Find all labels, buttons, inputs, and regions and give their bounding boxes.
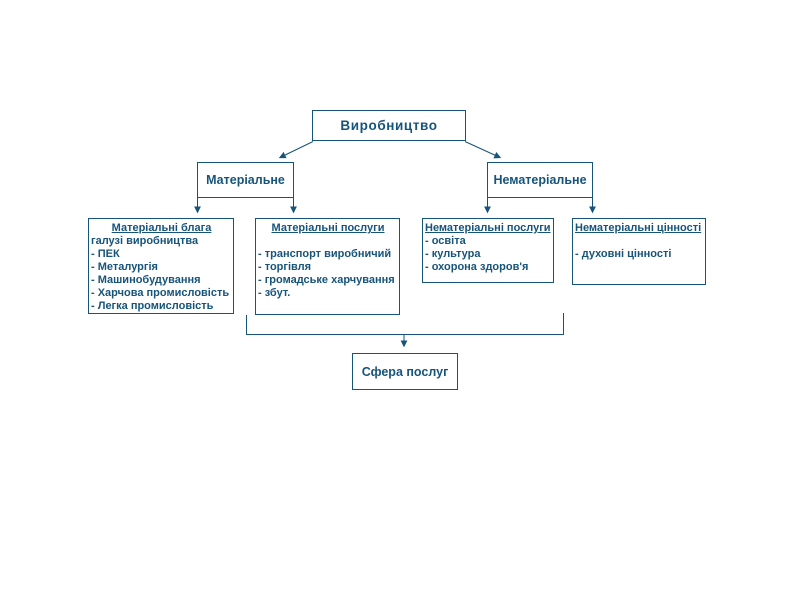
list-line: - ПЕК (91, 248, 120, 260)
list-line: - Харчова промисловість (91, 287, 230, 299)
list-line: галузі виробництва (91, 235, 199, 247)
node-production-label: Виробництво (340, 118, 438, 133)
node-nonmaterial-label: Нематеріальне (493, 173, 587, 187)
node-material-services: Матеріальні послуги - транспорт виробнич… (255, 218, 400, 315)
node-nonmaterial-values-items: - духовні цінності (575, 235, 704, 261)
node-nonmaterial-values: Нематеріальні цінності - духовні цінност… (572, 218, 706, 285)
node-material-goods-items: галузі виробництва- ПЕК- Металургія- Маш… (91, 235, 232, 313)
list-line: - збут. (258, 287, 291, 299)
node-material-services-items: - транспорт виробничий- торгівля- громад… (258, 235, 398, 300)
connector-root-to-nonmaterial (464, 141, 502, 159)
list-line: - торгівля (258, 261, 312, 273)
connector-root-to-material (278, 141, 314, 159)
list-line: - Легка промисловість (91, 300, 214, 312)
list-line: - культура (425, 248, 481, 260)
node-nonmaterial-services: Нематеріальні послуги - освіта- культура… (422, 218, 554, 283)
node-service-sector: Сфера послуг (352, 353, 458, 390)
list-line: - Металургія (91, 261, 158, 273)
list-line (575, 235, 704, 248)
bracket-services (246, 313, 564, 335)
node-service-sector-label: Сфера послуг (361, 364, 449, 379)
node-material-goods-title: Матеріальні блага (111, 222, 212, 234)
node-material: Матеріальне (197, 162, 294, 198)
list-line: - охорона здоров'я (425, 261, 529, 273)
node-material-goods: Матеріальні блага галузі виробництва- ПЕ… (88, 218, 234, 314)
list-line: - освіта (425, 235, 466, 247)
node-material-services-title: Матеріальні послуги (271, 222, 385, 234)
node-nonmaterial-services-title: Нематеріальні послуги (425, 222, 551, 234)
node-nonmaterial-services-items: - освіта- культура- охорона здоров'я (425, 235, 552, 274)
list-line: - громадське харчування (258, 274, 395, 286)
node-production: Виробництво (312, 110, 466, 141)
list-line: - Машинобудування (91, 274, 201, 286)
list-line (258, 235, 398, 248)
node-material-label: Матеріальне (206, 173, 285, 187)
node-nonmaterial-values-title: Нематеріальні цінності (575, 222, 702, 234)
node-nonmaterial: Нематеріальне (487, 162, 593, 198)
list-line: - транспорт виробничий (258, 248, 392, 260)
list-line: - духовні цінності (575, 248, 672, 260)
